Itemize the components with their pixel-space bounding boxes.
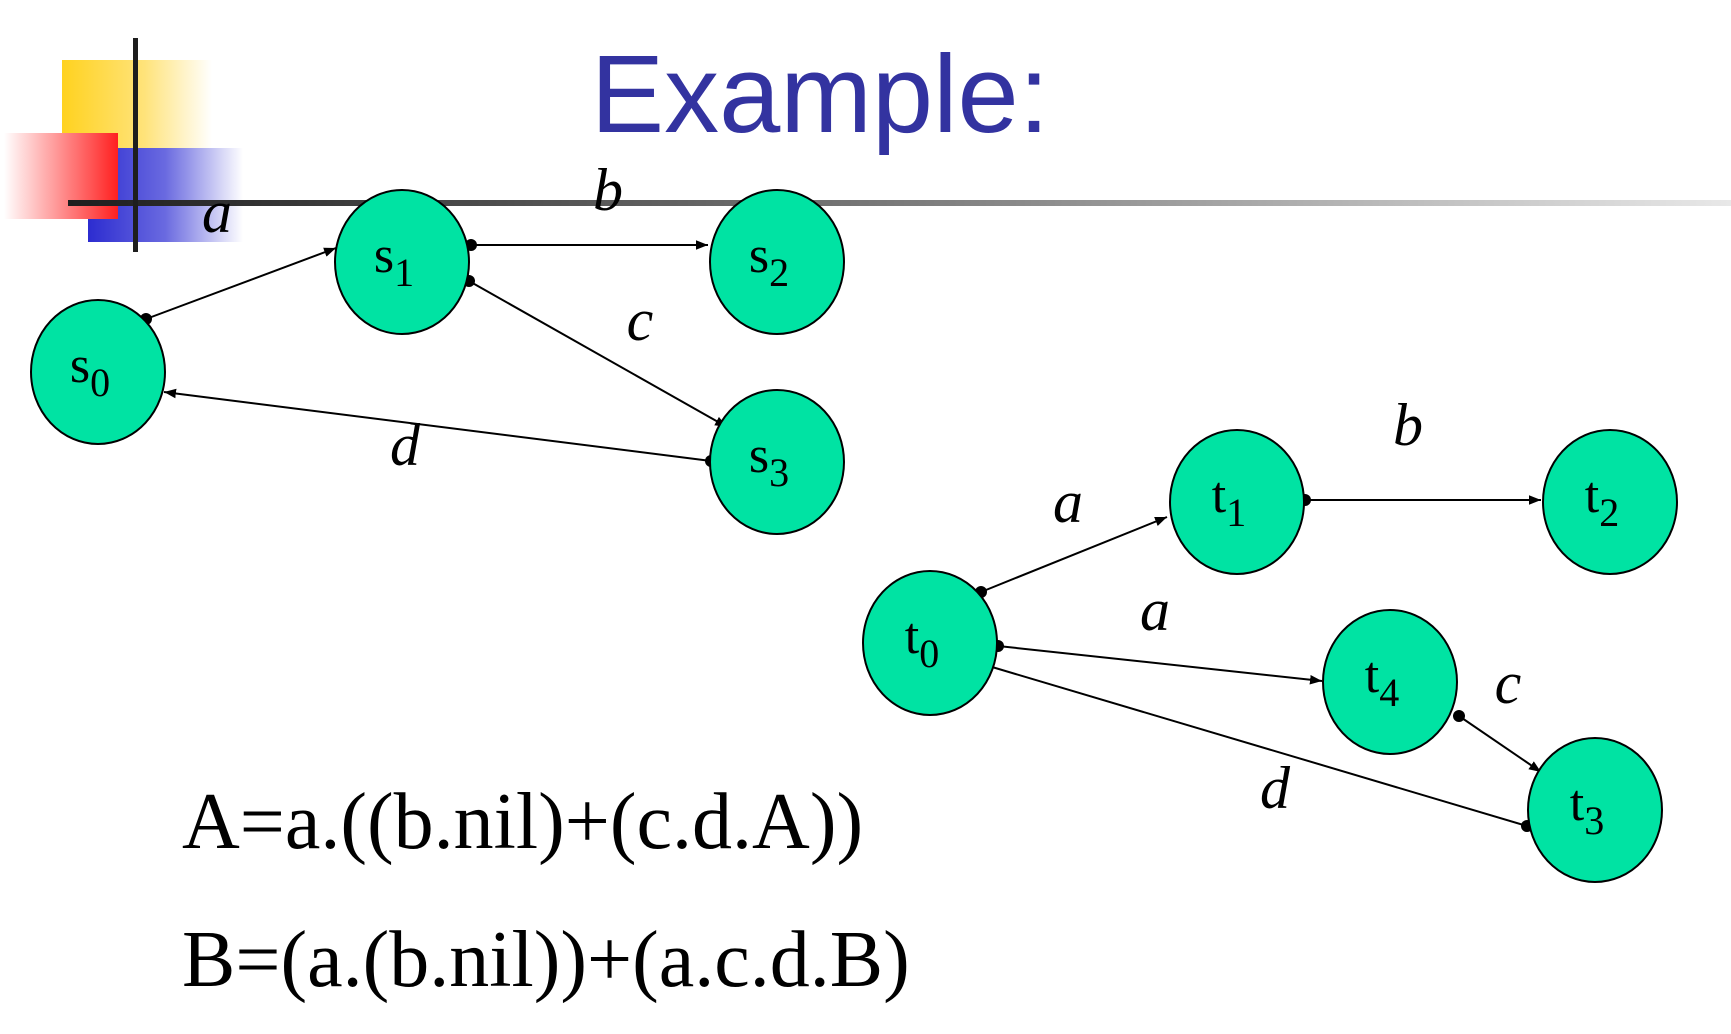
state-t0: t0 <box>862 570 998 716</box>
state-label-s2: s2 <box>749 227 789 295</box>
state-label-sub: 4 <box>1379 670 1399 715</box>
state-label-base: s <box>70 337 90 394</box>
edge-s0-s1: a <box>140 179 337 325</box>
edge-t4-t3: c <box>1453 650 1542 773</box>
state-t3: t3 <box>1527 737 1663 883</box>
state-label-base: t <box>905 608 920 665</box>
title-rule <box>68 200 1731 206</box>
edge-line-s3-s0 <box>163 388 712 462</box>
edge-s1-s3: c <box>463 275 728 428</box>
state-label-sub: 2 <box>1599 490 1619 535</box>
state-label-sub: 3 <box>1584 798 1604 843</box>
edge-label-t0-t4: a <box>1140 577 1170 643</box>
state-s3: s3 <box>709 389 845 535</box>
edge-label-s1-s3: c <box>627 287 654 353</box>
edge-line-s1-s3 <box>468 280 728 428</box>
title-decoration <box>4 38 1731 252</box>
state-label-s1: s1 <box>374 227 414 295</box>
state-circle-t1 <box>1169 429 1305 575</box>
state-label-base: t <box>1585 467 1600 524</box>
state-label-t4: t4 <box>1365 647 1399 715</box>
edge-label-t0-t1: a <box>1053 469 1083 535</box>
deco-vertical-rule <box>133 38 138 252</box>
state-circle-s1 <box>334 189 470 335</box>
state-label-sub: 3 <box>769 450 789 495</box>
state-label-t2: t2 <box>1585 467 1619 535</box>
edge-label-s3-s0: d <box>390 412 421 478</box>
state-label-base: s <box>374 227 394 284</box>
state-s1: s1 <box>334 189 470 335</box>
state-label-base: t <box>1570 775 1585 832</box>
edge-t0-t4: a <box>992 577 1323 685</box>
state-label-s3: s3 <box>749 427 789 495</box>
state-label-t0: t0 <box>905 608 939 676</box>
state-circle-t2 <box>1542 429 1678 575</box>
edge-line-t0-t4 <box>997 645 1323 685</box>
formula-a: A=a.((b.nil)+(c.d.A)) <box>182 778 864 866</box>
state-s0: s0 <box>30 299 166 445</box>
state-label-base: t <box>1365 647 1380 704</box>
edge-source-dot-t4-t3 <box>1453 710 1465 722</box>
state-label-sub: 1 <box>394 250 414 295</box>
edge-line-s0-s1 <box>145 247 337 320</box>
edge-t1-t2: b <box>1299 392 1541 506</box>
edge-label-t3-t0: d <box>1260 755 1291 821</box>
state-label-t1: t1 <box>1212 467 1246 535</box>
graph_t-edges: a b a c d <box>975 392 1542 832</box>
edge-line-t4-t3 <box>1458 715 1542 773</box>
edge-label-t1-t2: b <box>1393 392 1423 458</box>
state-label-base: s <box>749 227 769 284</box>
state-label-sub: 1 <box>1226 490 1246 535</box>
edge-s3-s0: d <box>163 388 717 478</box>
state-circle-t4 <box>1322 609 1458 755</box>
state-circle-t3 <box>1527 737 1663 883</box>
state-label-sub: 0 <box>919 631 939 676</box>
state-label-sub: 0 <box>90 360 110 405</box>
state-t2: t2 <box>1542 429 1678 575</box>
graph_s-edges: a bc d <box>140 157 728 478</box>
state-t4: t4 <box>1322 609 1458 755</box>
edge-label-t4-t3: c <box>1495 650 1522 716</box>
state-label-t3: t3 <box>1570 775 1604 843</box>
state-label-base: t <box>1212 467 1227 524</box>
edge-s1-s2: b <box>465 157 708 251</box>
edge-line-t3-t0 <box>981 662 1528 827</box>
page-title: Example: <box>590 33 1050 156</box>
state-circle-s0 <box>30 299 166 445</box>
state-label-s0: s0 <box>70 337 110 405</box>
edge-t0-t1: a <box>975 469 1168 598</box>
state-label-base: s <box>749 427 769 484</box>
state-circle-s3 <box>709 389 845 535</box>
formula-b: B=(a.(b.nil))+(a.c.d.B) <box>182 916 910 1004</box>
state-circle-t0 <box>862 570 998 716</box>
edge-t3-t0: d <box>981 662 1533 832</box>
state-t1: t1 <box>1169 429 1305 575</box>
state-circle-s2 <box>709 189 845 335</box>
state-s2: s2 <box>709 189 845 335</box>
edge-label-s1-s2: b <box>593 157 623 223</box>
state-label-sub: 2 <box>769 250 789 295</box>
edge-line-t0-t1 <box>980 516 1168 593</box>
edge-label-s0-s1: a <box>202 179 232 245</box>
